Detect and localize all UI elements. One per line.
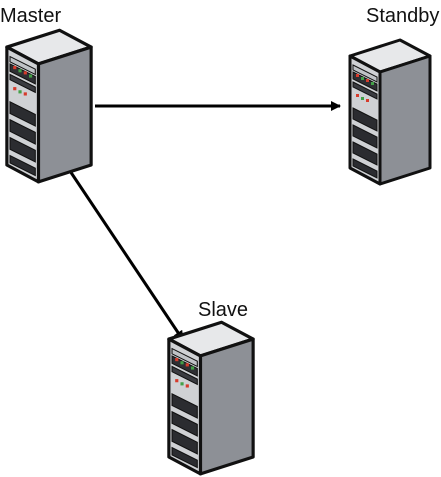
node-slave: Slave <box>167 299 255 476</box>
node-label-slave: Slave <box>198 299 248 321</box>
node-master: Master <box>0 5 93 184</box>
node-label-master: Master <box>0 5 61 27</box>
node-standby: Standby <box>348 5 439 186</box>
server-icon <box>167 320 255 476</box>
server-icon <box>348 38 432 186</box>
edge-master-slave <box>66 167 185 341</box>
node-label-standby: Standby <box>366 5 439 27</box>
server-icon <box>5 28 93 184</box>
